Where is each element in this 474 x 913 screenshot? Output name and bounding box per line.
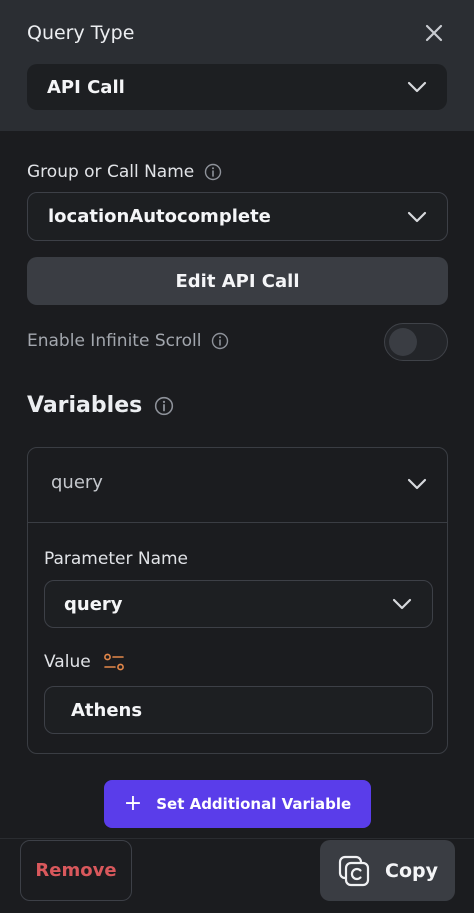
chevron-down-icon bbox=[407, 478, 427, 490]
copy-icon bbox=[338, 855, 370, 886]
copy-label: Copy bbox=[385, 859, 438, 882]
parameter-name-text: Parameter Name bbox=[44, 549, 189, 569]
infinite-scroll-label: Enable Infinite Scroll bbox=[27, 331, 229, 351]
parameter-name-value: query bbox=[64, 593, 123, 615]
query-type-panel-header: Query Type API Call bbox=[0, 0, 474, 131]
plus-icon: + bbox=[123, 791, 143, 816]
infinite-scroll-toggle[interactable] bbox=[384, 323, 448, 361]
info-icon[interactable] bbox=[211, 332, 229, 350]
group-or-call-name-label: Group or Call Name bbox=[27, 162, 222, 182]
group-or-call-name-select[interactable]: locationAutocomplete bbox=[27, 192, 448, 241]
edit-api-call-button[interactable]: Edit API Call bbox=[27, 257, 448, 305]
variable-card-header[interactable]: query bbox=[28, 448, 447, 523]
query-type-value: API Call bbox=[47, 76, 125, 98]
close-button[interactable] bbox=[420, 19, 448, 47]
set-additional-variable-button[interactable]: + Set Additional Variable bbox=[104, 780, 371, 828]
chevron-down-icon bbox=[407, 81, 427, 93]
query-type-select[interactable]: API Call bbox=[27, 64, 447, 110]
group-or-call-name-text: Group or Call Name bbox=[27, 162, 195, 182]
remove-button[interactable]: Remove bbox=[20, 840, 132, 901]
set-additional-variable-label: Set Additional Variable bbox=[156, 795, 352, 813]
close-icon bbox=[425, 24, 443, 42]
variables-title: Variables bbox=[27, 393, 143, 418]
copy-button[interactable]: Copy bbox=[320, 840, 455, 901]
sliders-icon[interactable] bbox=[103, 652, 125, 672]
parameter-name-select[interactable]: query bbox=[44, 580, 433, 628]
chevron-down-icon bbox=[407, 211, 427, 222]
variables-heading: Variables bbox=[27, 393, 174, 418]
info-icon[interactable] bbox=[154, 396, 174, 416]
value-label-text: Value bbox=[44, 652, 91, 672]
parameter-name-label: Parameter Name bbox=[44, 549, 188, 569]
variable-name: query bbox=[51, 472, 103, 493]
variable-card: query Parameter Name query Value Athens bbox=[27, 447, 448, 754]
value-input[interactable]: Athens bbox=[44, 686, 433, 734]
value-label: Value bbox=[44, 652, 125, 672]
infinite-scroll-text: Enable Infinite Scroll bbox=[27, 331, 202, 351]
footer-divider bbox=[0, 838, 474, 839]
info-icon[interactable] bbox=[204, 163, 222, 181]
chevron-down-icon bbox=[392, 598, 412, 610]
toggle-knob bbox=[389, 328, 417, 356]
group-or-call-name-value: locationAutocomplete bbox=[48, 206, 271, 227]
query-type-title: Query Type bbox=[27, 22, 135, 44]
